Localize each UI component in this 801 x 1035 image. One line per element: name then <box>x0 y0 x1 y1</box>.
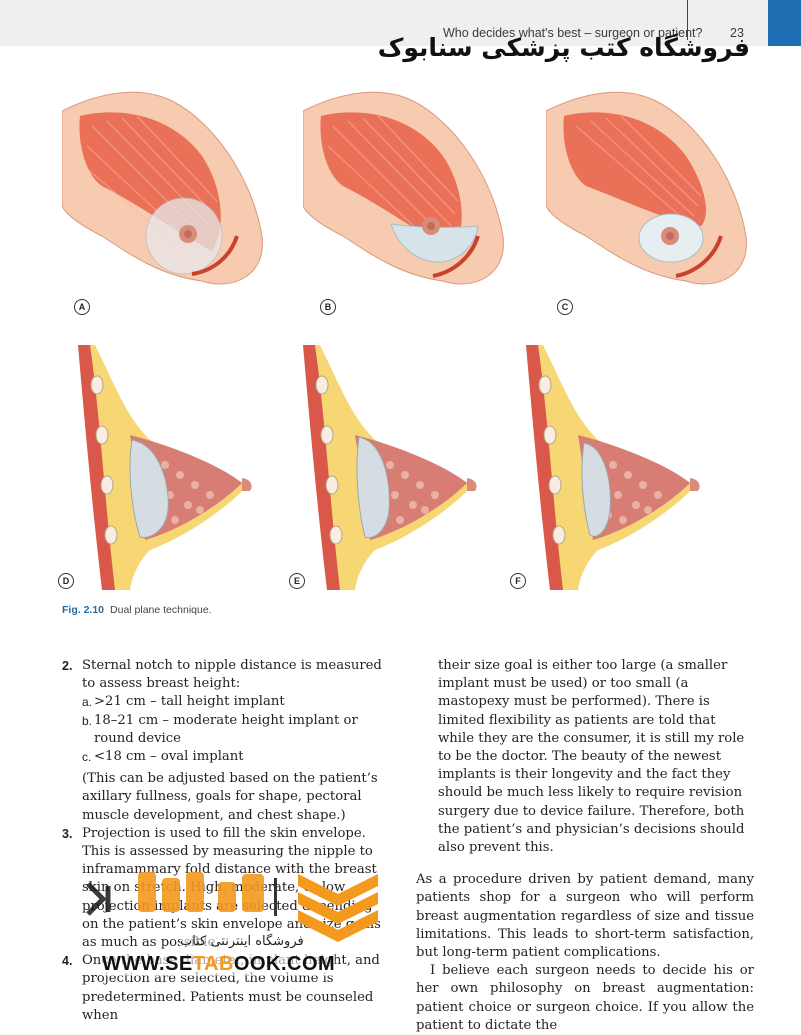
list-item-2: 2. Sternal notch to nipple distance is m… <box>62 657 392 693</box>
logo-url-highlight: TAB <box>192 953 234 975</box>
figure-panel-d <box>78 345 252 590</box>
sub-letter: c. <box>82 750 92 765</box>
right-column: their size goal is either too large (a s… <box>416 657 754 1035</box>
panel-label-d: D <box>58 573 74 589</box>
list-number: 4. <box>62 954 73 969</box>
chapter-tab <box>768 0 801 46</box>
panel-label-a: A <box>74 299 90 315</box>
figure-caption-label: Fig. 2.10 <box>62 604 105 616</box>
panel-label-f: F <box>510 573 526 589</box>
logo-url-prefix: WWW.SE <box>102 953 193 975</box>
sub-item-text: <18 cm – oval implant <box>94 749 244 765</box>
list-number: 2. <box>62 659 73 673</box>
header-divider <box>687 0 688 40</box>
panel-label-c: C <box>557 299 573 315</box>
sub-letter: a. <box>82 695 93 710</box>
figure-panel-c <box>546 91 747 285</box>
note-paragraph: (This can be adjusted based on the patie… <box>82 771 378 823</box>
sub-letter: b. <box>82 713 93 728</box>
continued-list-text: their size goal is either too large (a s… <box>438 658 745 856</box>
figure-panel-b <box>303 91 504 285</box>
body-paragraph-2: I believe each surgeon needs to decide h… <box>416 963 754 1033</box>
sub-item-c: c. <18 cm – oval implant <box>62 748 392 766</box>
page-number: 23 <box>730 26 744 40</box>
list-number: 3. <box>62 826 73 841</box>
sub-item-text: >21 cm – tall height implant <box>94 694 285 710</box>
sub-item-b: b. 18–21 cm – moderate height implant or… <box>62 712 392 748</box>
store-banner: فروشگاه کتب پزشکی سنابوک <box>377 33 750 62</box>
figure-caption: Fig. 2.10 Dual plane technique. <box>62 604 212 616</box>
sub-item-text: 18–21 cm – moderate height implant or ro… <box>94 712 358 746</box>
figure-panel-e <box>303 345 477 590</box>
header-band <box>0 0 770 46</box>
setabook-logo <box>86 872 378 942</box>
running-title: Who decides what's best – surgeon or pat… <box>443 26 703 40</box>
figure-panel-a <box>62 91 263 285</box>
panel-label-e: E <box>289 573 305 589</box>
figure-caption-text: Dual plane technique. <box>110 604 212 616</box>
logo-url: WWW.SETABOOK.COM <box>102 953 336 976</box>
logo-url-suffix: OOK.COM <box>233 953 336 975</box>
sub-item-a: a. >21 cm – tall height implant <box>62 693 392 711</box>
panel-label-b: B <box>320 299 336 315</box>
body-paragraph-1: As a procedure driven by patient demand,… <box>416 872 754 961</box>
list-item-text: Sternal notch to nipple distance is meas… <box>82 658 382 692</box>
figure-panel-f <box>526 345 700 590</box>
logo-subtitle: فروشگاه اینترنتی کتاب <box>180 934 304 949</box>
